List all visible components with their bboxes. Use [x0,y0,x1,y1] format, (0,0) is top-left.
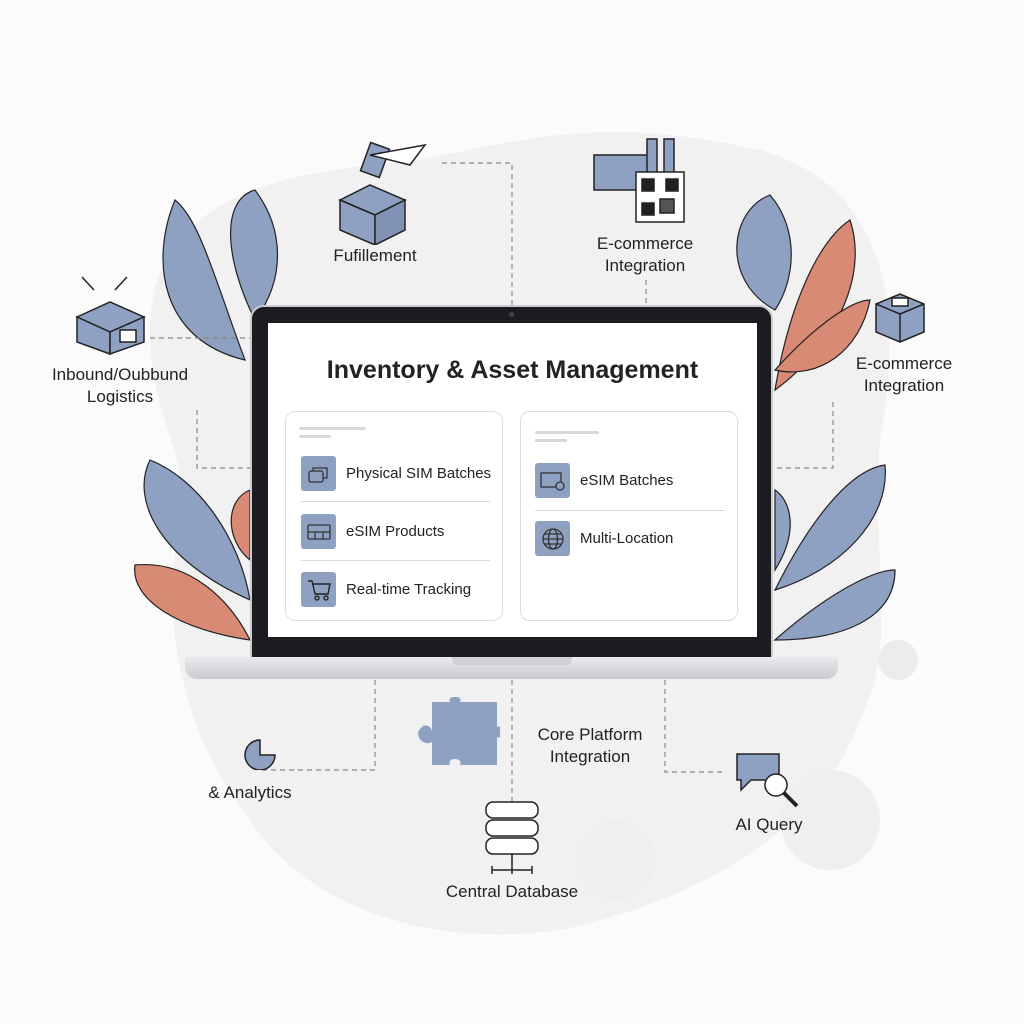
list-item-multi-location[interactable]: Multi-Location [535,521,673,556]
node-fulfillment: Fufillement [333,246,417,265]
skeleton-line [535,431,599,434]
label-line: Integration [863,376,945,395]
label-line: E-commerce [855,354,953,373]
divider [301,560,490,561]
pie-chart-icon [244,739,276,770]
globe-icon [535,521,570,556]
leaf-decoration [143,189,278,602]
puzzle-icon [418,697,500,765]
fulfillment-box-icon [338,141,427,245]
package-icon [875,293,925,343]
item-label: Multi-Location [580,530,674,547]
node-ai-query: AI Query [735,815,803,834]
item-label: Real-time Tracking [346,581,472,598]
divider [301,501,490,502]
list-item-esim-products[interactable]: eSIM Products [301,514,444,549]
right-card: eSIM Batches Multi-Location [520,411,738,621]
divider [535,510,725,511]
camera-dot [509,312,514,317]
skeleton-line [535,439,567,442]
skeleton-line [299,435,331,438]
label-line: E-commerce [596,234,694,253]
item-label: eSIM Products [346,523,445,540]
database-icon [485,801,539,874]
laptop-notch [452,657,572,665]
label-line: Integration [549,747,631,766]
label-line: Integration [604,256,686,275]
skeleton-line [299,427,366,430]
node-analytics: & Analytics [208,783,292,802]
label-line: Logistics [86,387,154,406]
page-title: Inventory & Asset Management [326,356,699,384]
inbound-box-icon [75,276,146,356]
label-line: Inbound/Oubbund [51,365,189,384]
list-item-esim-batches[interactable]: eSIM Batches [535,463,673,498]
cart-icon [301,572,336,607]
ai-query-chat-search-icon [736,753,799,808]
sim-cards-icon [301,456,336,491]
list-item-physical-sim[interactable]: Physical SIM Batches [301,456,491,491]
esim-chip-icon [301,514,336,549]
qr-card-icon [593,138,685,223]
laptop-base [185,657,838,679]
left-card: Physical SIM Batches eSIM Products Real-… [285,411,503,621]
list-item-realtime-tracking[interactable]: Real-time Tracking [301,572,471,607]
item-label: Physical SIM Batches [346,465,492,482]
esim-card-icon [535,463,570,498]
label-line: Core Platform [537,725,643,744]
item-label: eSIM Batches [580,472,674,489]
node-central-database: Central Database [445,882,579,901]
